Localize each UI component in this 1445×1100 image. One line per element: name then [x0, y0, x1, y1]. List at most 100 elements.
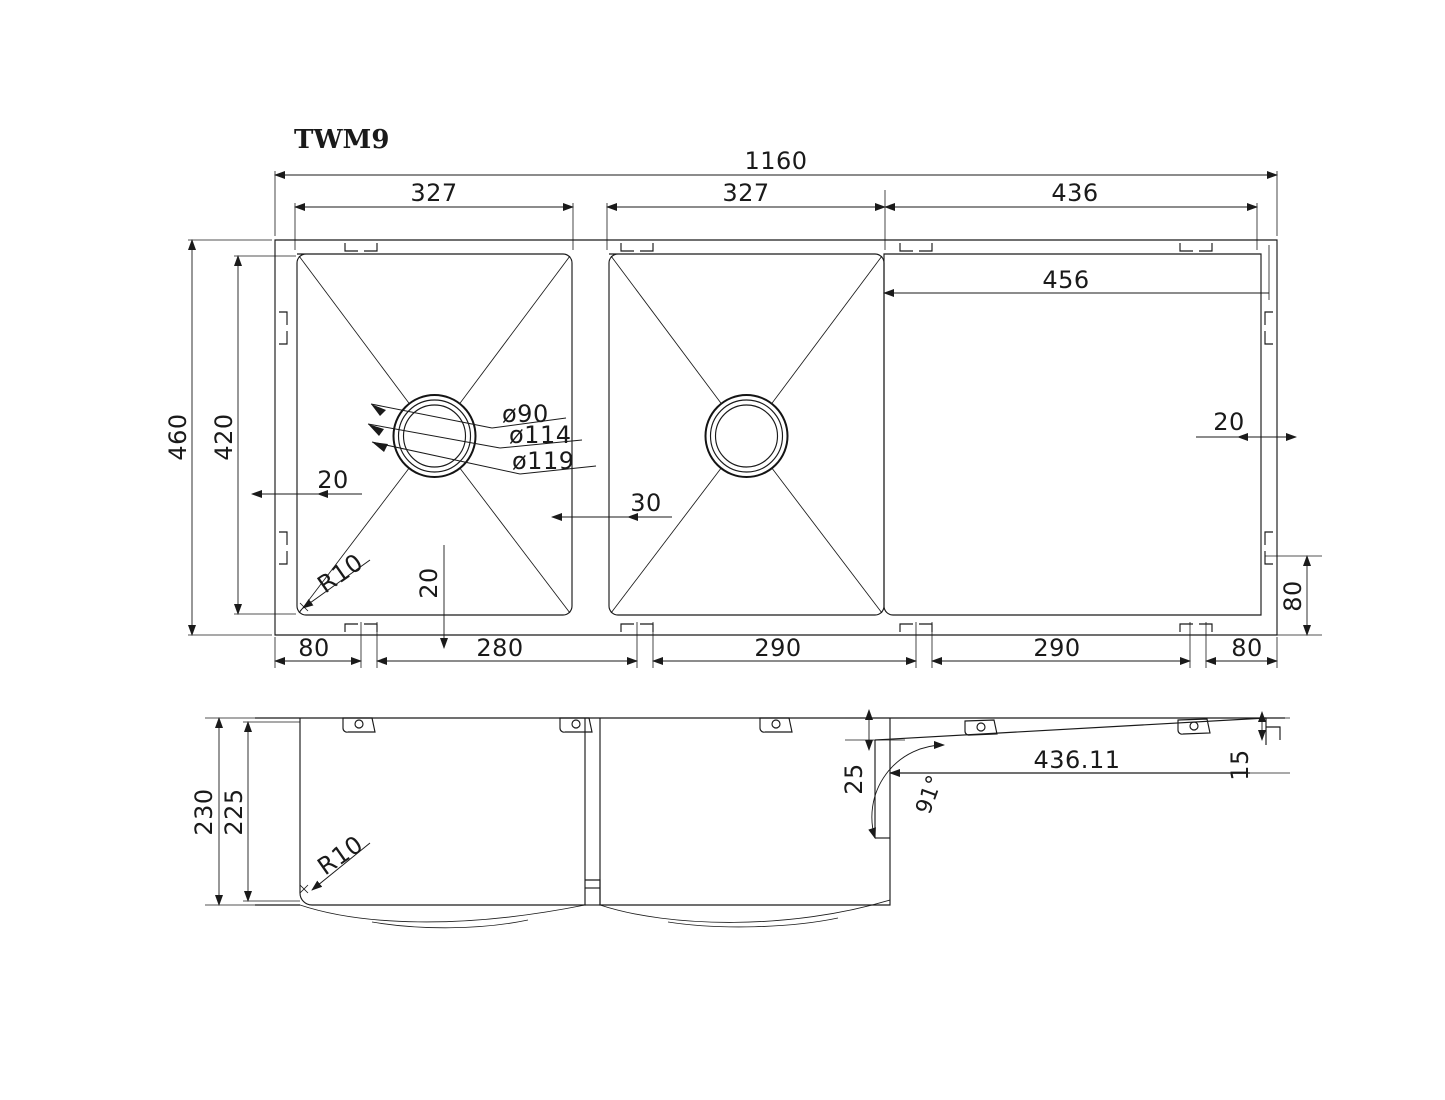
dim-80-left-label: 80: [298, 634, 330, 662]
dim-15-group: 15: [1226, 711, 1290, 781]
clip-top-4: [1180, 243, 1212, 251]
dim-460-label: 460: [164, 413, 192, 460]
elev-tab-3: [760, 718, 792, 732]
d90-leader-tail: [491, 417, 567, 429]
r10-elev-label: R10: [312, 830, 368, 881]
bowl-2-drain-inner-ring: [716, 405, 778, 467]
clip-right-lower: [1265, 532, 1273, 564]
dim-25-group: 25: [840, 709, 905, 795]
bowl-1-drain-inner-ring: [404, 405, 466, 467]
dim-angle-group: 91°: [868, 740, 948, 839]
elev-notch-mid: [585, 880, 600, 905]
plan-top-dims: 1160 327 327 436: [274, 147, 1278, 250]
d90-arrow: [371, 404, 386, 416]
bowl-2-outline: [609, 254, 884, 615]
elev-tab-1: [343, 718, 375, 732]
d119-label: ø119: [512, 447, 575, 475]
clip-right-upper: [1265, 312, 1273, 344]
dim-20-right-label: 20: [1213, 408, 1245, 436]
dim-80-right-vert-group: 80: [1265, 555, 1322, 636]
d119-arrow: [372, 442, 388, 452]
dim-225-label: 225: [220, 788, 248, 835]
elev-tab-2: [560, 718, 592, 732]
dim-230-label: 230: [190, 788, 218, 835]
clip-top-3: [900, 243, 932, 251]
dim-20-right-group: 20: [1196, 408, 1297, 441]
dim-43611-label: 436.11: [1034, 746, 1121, 774]
plan-left-dims: 460 420: [164, 239, 296, 636]
elev-tab-4-hole: [977, 723, 985, 731]
dim-290a-label: 290: [754, 634, 801, 662]
clip-bottom-4: [1180, 624, 1212, 632]
d114-leader: [367, 423, 501, 449]
dim-20-left-group: 20: [251, 466, 362, 498]
elev-mount-tabs: [343, 718, 1210, 735]
bowl-1-drain-mid-ring: [399, 400, 471, 472]
elev-bowl-2-drain-boss: [667, 917, 839, 928]
elev-bowl-1-sump: [299, 904, 586, 923]
bowl-2-group: [609, 254, 884, 615]
d119-leader: [371, 441, 521, 475]
bowl-1-outline: [297, 254, 572, 615]
bowl-2-drain-outer-ring: [704, 394, 789, 478]
dim-30-label: 30: [630, 489, 662, 517]
clip-left-lower: [279, 532, 287, 564]
d114-leader-tail: [499, 439, 583, 449]
dim-25-label: 25: [840, 763, 868, 795]
dim-80-right-label: 80: [1231, 634, 1263, 662]
drain-diameter-callouts: ø90 ø114 ø119: [367, 400, 597, 475]
elev-tab-5: [1178, 719, 1210, 734]
mount-clips-group: [279, 243, 1273, 632]
d119-leader-tail: [519, 465, 597, 475]
elev-drainer-slope-top: [875, 718, 1266, 740]
r10-plan-callout: R10: [299, 548, 371, 612]
dim-230-group: 230: [190, 717, 300, 906]
dim-436-label: 436: [1051, 179, 1098, 207]
dim-456-label: 456: [1042, 266, 1089, 294]
clip-left-upper: [279, 312, 287, 344]
dim-1160-label: 1160: [744, 147, 807, 175]
d114-arrow: [368, 424, 384, 436]
elev-bowl-2-body: [600, 718, 890, 905]
d114-label: ø114: [509, 421, 572, 449]
elev-bowl-2-sump: [599, 899, 891, 923]
elev-tab-4: [965, 720, 997, 735]
dim-20-bottom-group: 20: [415, 545, 448, 649]
dim-225-group: 225: [220, 721, 300, 902]
r10-plan-leader: [302, 559, 371, 609]
d90-label: ø90: [502, 400, 549, 428]
dim-280-label: 280: [476, 634, 523, 662]
page-title: TWM9: [294, 125, 389, 155]
dim-20-left-label: 20: [317, 466, 349, 494]
elev-tab-1-hole: [355, 720, 363, 728]
r10-elev-tick: [299, 884, 309, 894]
d90-leader: [370, 403, 493, 429]
elev-tab-2-hole: [572, 720, 580, 728]
dim-80v-label: 80: [1279, 580, 1307, 612]
elev-tab-5-hole: [1190, 722, 1198, 730]
dim-327b-label: 327: [722, 179, 769, 207]
drainer-outline: [884, 254, 1261, 615]
elevation-view-group: 230 225 R10 25: [190, 709, 1290, 929]
clip-top-2: [621, 243, 653, 251]
clip-top-1: [345, 243, 377, 251]
plan-view-group: 456: [164, 147, 1322, 668]
r10-elev-leader: [311, 842, 371, 891]
elev-notch-far-right: [1266, 727, 1280, 740]
r10-plan-label: R10: [312, 548, 368, 599]
drainer-group: 456: [883, 245, 1270, 615]
bowl-2-drain-mid-ring: [711, 400, 783, 472]
plan-bottom-dims: 80 280 290 290 80: [274, 622, 1278, 668]
elev-tab-3-hole: [772, 720, 780, 728]
dim-15-label: 15: [1226, 749, 1254, 781]
dim-30-group: 30: [551, 489, 672, 521]
r10-plan-tick: [299, 602, 309, 612]
dim-angle-arc: [868, 740, 945, 839]
dim-420-label: 420: [210, 413, 238, 460]
dim-327a-label: 327: [410, 179, 457, 207]
dim-20-bottom-label: 20: [415, 567, 443, 599]
elev-bowl-1-body: [300, 718, 585, 905]
dim-290b-label: 290: [1033, 634, 1080, 662]
